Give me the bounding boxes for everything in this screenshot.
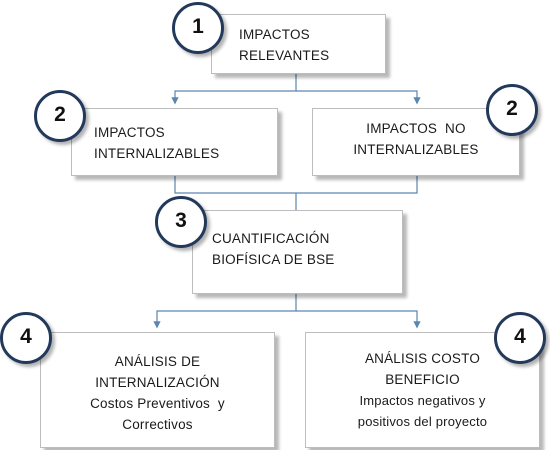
box-impactos-no-internalizables: IMPACTOS NO INTERNALIZABLES bbox=[312, 108, 520, 176]
box-line: INTERNALIZABLES bbox=[94, 146, 220, 161]
box-line: Impactos negativos y bbox=[359, 393, 486, 408]
box-line: CUANTIFICACIÓN bbox=[212, 231, 330, 246]
box-line: Correctivos bbox=[122, 417, 193, 432]
box-line: IMPACTOS bbox=[94, 125, 165, 140]
connector-bottom bbox=[153, 294, 297, 329]
box-line: Costos Preventivos y bbox=[90, 396, 225, 411]
step-badge-3: 3 bbox=[155, 196, 207, 248]
step-badge-4-left: 4 bbox=[0, 312, 52, 364]
box-impactos-relevantes: IMPACTOS RELEVANTES bbox=[211, 14, 386, 74]
box-line: INTERNALIZABLES bbox=[353, 142, 479, 157]
box-line: INTERNALIZACIÓN bbox=[95, 375, 220, 390]
box-line: IMPACTOS bbox=[239, 27, 310, 42]
box-line: IMPACTOS NO bbox=[366, 121, 466, 136]
connector-middle bbox=[174, 176, 418, 194]
box-line: ANÁLISIS COSTO bbox=[364, 351, 481, 366]
connector-top-right bbox=[296, 90, 421, 105]
box-impactos-internalizables: IMPACTOS INTERNALIZABLES bbox=[71, 108, 278, 176]
connector-bottom-right bbox=[296, 310, 421, 329]
box-line: ANÁLISIS DE bbox=[114, 354, 201, 369]
box-line: BIOFÍSICA DE BSE bbox=[212, 252, 335, 267]
box-analisis-internalizacion: ANÁLISIS DE INTERNALIZACIÓN Costos Preve… bbox=[40, 332, 275, 448]
box-cuantificacion-biofisica: CUANTIFICACIÓN BIOFÍSICA DE BSE bbox=[192, 210, 403, 294]
connector-top bbox=[171, 74, 297, 105]
step-badge-1: 1 bbox=[172, 2, 224, 54]
box-line: RELEVANTES bbox=[239, 48, 330, 63]
step-badge-2-left: 2 bbox=[34, 90, 86, 142]
step-badge-4-right: 4 bbox=[494, 312, 546, 364]
step-badge-2-right: 2 bbox=[486, 84, 538, 136]
box-line: BENEFICIO bbox=[385, 372, 460, 387]
box-line: positivos del proyecto bbox=[357, 414, 488, 429]
